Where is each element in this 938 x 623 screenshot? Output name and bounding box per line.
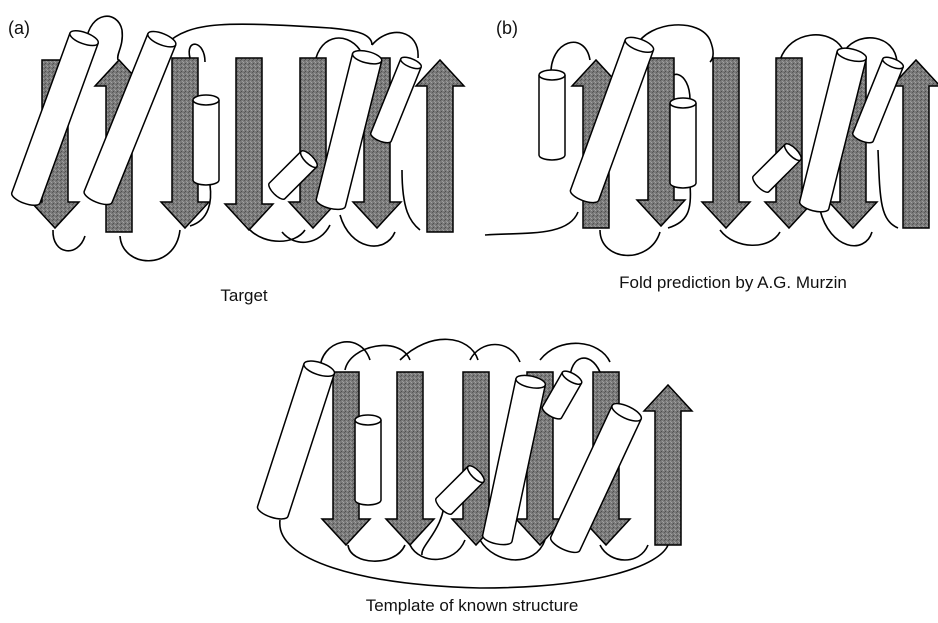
panel-b-caption: Fold prediction by A.G. Murzin <box>619 273 847 293</box>
loop-b-1 <box>485 212 578 235</box>
helix-b-1 <box>539 70 565 160</box>
loop-b-8 <box>780 35 842 60</box>
panel-a-letter: (a) <box>8 18 30 39</box>
loop-a-9 <box>250 230 305 241</box>
loop-c-8 <box>348 545 405 561</box>
loop-b-7 <box>720 230 780 245</box>
panel-c-template-fold <box>256 339 692 588</box>
loop-c-12 <box>600 545 648 560</box>
loop-c-2 <box>345 346 410 370</box>
panel-b-predicted-fold <box>485 25 938 256</box>
loop-b-11 <box>878 150 898 228</box>
strand-c-2 <box>386 372 434 545</box>
panel-a-target-fold <box>10 16 464 261</box>
helix-c-2 <box>355 415 381 505</box>
loop-c-3 <box>400 339 478 360</box>
loop-c-5 <box>540 343 610 362</box>
panel-a-caption: Target <box>220 286 267 306</box>
strand-c-6 <box>644 385 692 545</box>
loop-a-2 <box>165 24 372 45</box>
loop-a-7 <box>120 230 180 261</box>
strand-a-7 <box>416 60 464 232</box>
panel-c-caption: Template of known structure <box>366 596 579 616</box>
loop-b-5 <box>600 230 660 255</box>
strand-b-6 <box>892 60 938 228</box>
loop-a-6 <box>53 230 85 251</box>
loop-a-11 <box>402 170 420 230</box>
helix-b-3 <box>670 98 696 188</box>
loop-a-10 <box>340 215 395 246</box>
loop-a-4 <box>372 32 418 58</box>
strand-a-4 <box>225 58 273 230</box>
loop-c-11 <box>480 540 545 560</box>
strand-b-3 <box>702 58 750 228</box>
loop-c-9 <box>410 540 465 559</box>
helix-a-3 <box>193 95 219 185</box>
panel-b-letter: (b) <box>496 18 518 39</box>
helix-b-2 <box>569 34 656 205</box>
helix-c-1 <box>256 358 337 522</box>
